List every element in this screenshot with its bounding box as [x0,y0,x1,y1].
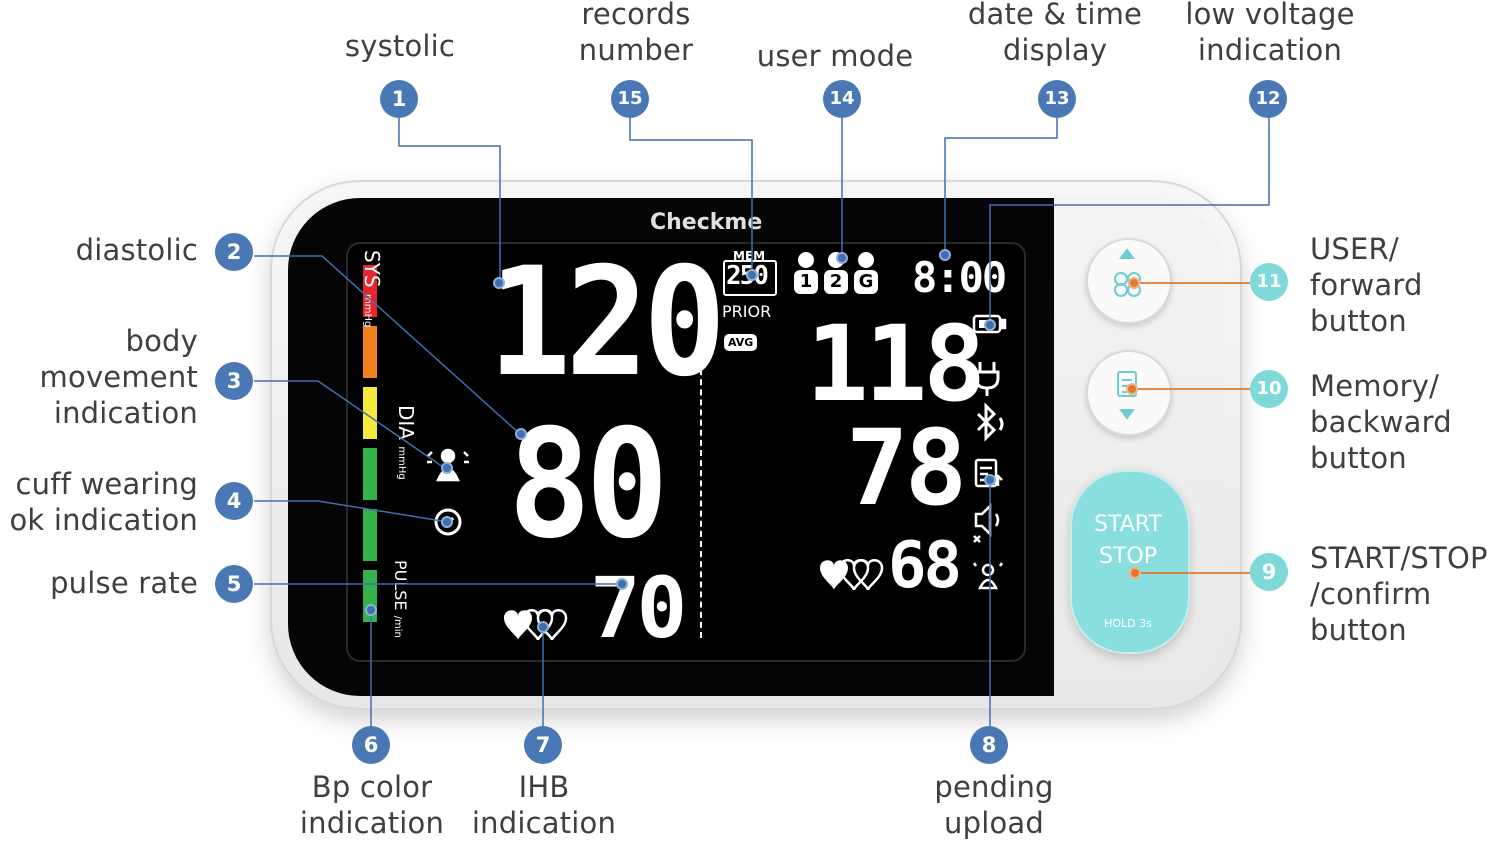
callout-label-14: user mode [756,39,914,73]
callout-label-6: Bp color indication [299,770,445,840]
callout-label-15: records number [578,0,694,67]
last-diastolic-reading: 78 [846,407,967,529]
leader-line-1 [398,118,501,283]
leader-line-4 [254,500,449,523]
avg-label: AVG [724,334,758,351]
user-number-1: 1 [794,270,818,294]
ihb-heart-icon [504,609,568,641]
callout-label-9: START/STOP /confirm button [1310,541,1488,647]
callout-label-4: cuff wearing ok indication [9,467,198,537]
marker-10 [1126,383,1138,395]
user-number-2: 2 [824,270,848,294]
callout-label-2: diastolic [75,233,198,267]
callout-label-1: systolic [344,29,456,63]
bp-color-segment [363,326,377,378]
callout-label-5: pulse rate [50,566,198,600]
callout-badge-1: 1 [380,80,418,118]
last-pulse-reading: 68 [888,529,962,603]
marker-4 [441,516,453,528]
prior-label: PRIOR [722,302,772,321]
leader-line-2 [254,255,521,435]
marker-7 [537,621,549,633]
user-icon-1: 1 [792,252,820,298]
plug-icon [974,362,1000,396]
user-number-guest: G [854,270,878,294]
marker-15 [746,269,758,281]
callout-badge-13: 13 [1038,80,1076,118]
callout-label-13: date & time display [967,0,1143,67]
callout-badge-10: 10 [1250,370,1288,408]
pulse-reading: 70 [590,559,687,657]
callout-badge-8: 8 [970,726,1008,764]
marker-12 [984,319,996,331]
bp-color-segment [363,265,377,317]
bluetooth-icon [976,402,1004,442]
callout-badge-15: 15 [611,80,649,118]
screen-divider [700,268,702,638]
marker-1 [493,277,505,289]
callout-badge-7: 7 [524,726,562,764]
marker-6 [365,604,377,616]
callout-badge-4: 4 [215,482,253,520]
brand-logo: Checkme [650,210,763,235]
callout-badge-3: 3 [215,362,253,400]
leader-line-12 [989,118,1270,325]
diastolic-reading: 80 [508,398,669,572]
callout-badge-12: 12 [1249,80,1287,118]
body-icon [972,562,1004,590]
mem-label: MEM [733,249,766,263]
callout-label-10: Memory/ backward button [1310,369,1452,475]
pending-upload-icon [974,458,1003,488]
callout-label-7: IHB indication [471,770,617,840]
memory-button-icon [1117,371,1137,420]
start-stop-button[interactable] [1070,470,1190,654]
user-icon-guest: G [852,252,880,298]
lcd-screen [346,242,1026,662]
start-text: START [1094,512,1162,537]
leader-line-15 [629,118,753,275]
callout-badge-14: 14 [823,80,861,118]
marker-3 [441,462,453,474]
systolic-reading: 120 [488,236,726,410]
callout-label-8: pending upload [934,770,1054,840]
marker-5 [616,578,628,590]
time-display: 8:00 [912,253,1007,302]
leader-line-3 [254,380,447,470]
hold-text: HOLD 3s [1104,617,1152,630]
callout-badge-2: 2 [215,233,253,271]
records-box [723,260,777,296]
marker-9 [1129,567,1141,579]
heart-rhythm-icon [820,559,884,591]
callout-badge-5: 5 [215,565,253,603]
callout-label-11: USER/ forward button [1310,232,1423,338]
bp-color-segment [363,509,377,561]
bp-color-segment [363,387,377,439]
callout-badge-6: 6 [352,726,390,764]
marker-2 [515,428,527,440]
bp-color-segment [363,448,377,500]
leader-line-13 [944,118,1058,255]
callout-badge-11: 11 [1250,263,1288,301]
marker-14 [836,252,848,264]
marker-8 [984,474,996,486]
callout-badge-9: 9 [1250,553,1288,591]
callout-label-3: body movement indication [39,324,198,430]
battery-icon [972,314,1007,334]
marker-11 [1128,277,1140,289]
callout-label-12: low voltage indication [1185,0,1355,67]
marker-13 [939,249,951,261]
last-systolic-reading: 118 [806,303,986,425]
stop-text: STOP [1099,544,1157,569]
